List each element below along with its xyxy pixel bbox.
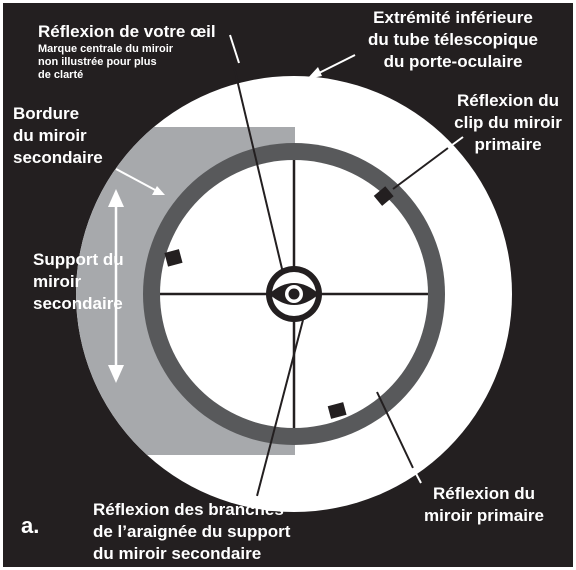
holder-arrow-up [108, 189, 124, 207]
label-focuser-tube-end: Extrémité inférieure du tube télescopiqu… [367, 8, 539, 71]
label-eye-reflection: Réflexion de votre œil [38, 22, 216, 41]
clip-bottom [327, 402, 347, 419]
diagram-frame: Réflexion de votre œil Marque centrale d… [3, 3, 573, 567]
edge-arrow-head [152, 186, 165, 195]
clip-left [164, 249, 183, 267]
label-primary-reflection: Réflexion du miroir primaire [424, 484, 544, 525]
edge-arrow-line [115, 168, 158, 192]
label-spider-vanes-reflection: Réflexion des branches de l’araignée du … [93, 500, 291, 563]
figure-letter: a. [21, 513, 40, 538]
collimation-diagram [76, 34, 512, 512]
leader-lines-light [229, 34, 464, 507]
clip-top-right [373, 186, 394, 206]
leader-lines-dark [229, 49, 449, 497]
label-secondary-holder: Support du miroir secondaire [33, 250, 124, 313]
label-center-mark-note: Marque centrale du miroir non illustrée … [38, 43, 174, 81]
label-primary-clip-reflection: Réflexion du clip du miroir primaire [454, 91, 562, 154]
holder-arrow-down [108, 365, 124, 383]
tube-arrow-head [307, 67, 322, 79]
label-secondary-edge: Bordure du miroir secondaire [13, 104, 103, 167]
tube-arrow-line [314, 54, 356, 76]
